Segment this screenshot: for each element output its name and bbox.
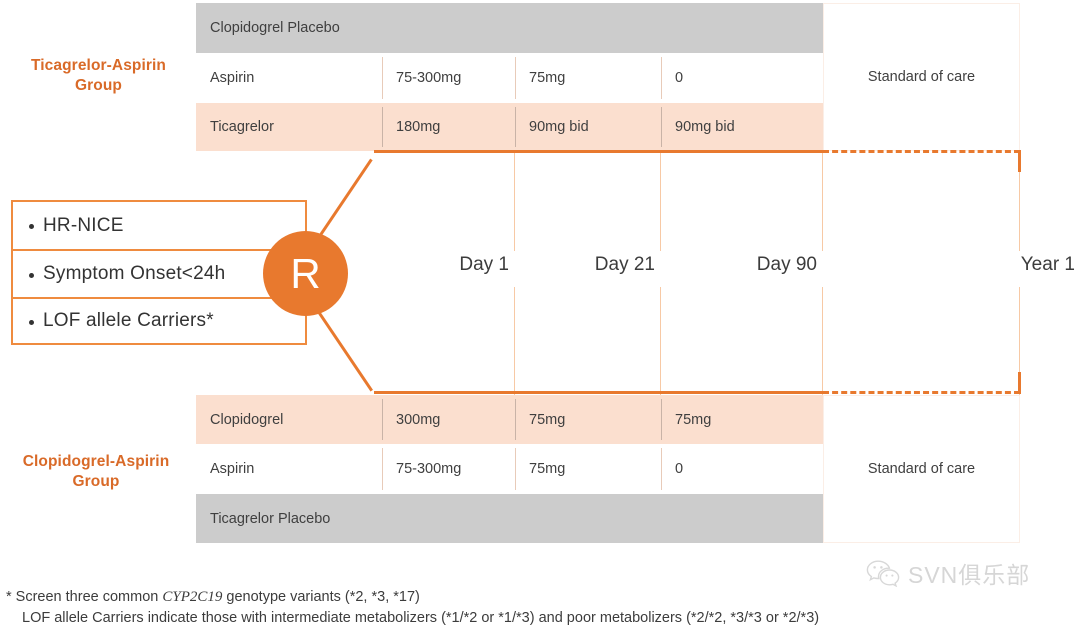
row-day1-dose: 75-300mg <box>382 444 515 494</box>
row-day21-dose: 75mg <box>515 444 661 494</box>
row-day1-dose: 180mg <box>382 103 515 151</box>
inclusion-criteria-box: HR-NICE Symptom Onset<24h LOF allele Car… <box>11 200 307 345</box>
timeline-tick-year1-lower <box>1019 287 1021 395</box>
criteria-item-lof-carriers: LOF allele Carriers* <box>13 299 305 343</box>
timeline-label-day1: Day 1 <box>459 254 509 275</box>
top-group-label-line1: Ticagrelor-Aspirin <box>30 57 167 74</box>
footnote-line-1: * Screen three common CYP2C19 genotype v… <box>6 587 420 608</box>
timeline-tick-day90-lower <box>822 287 824 395</box>
row-day1-dose <box>382 494 515 543</box>
bullet-icon <box>29 319 34 325</box>
table-row: Aspirin 75-300mg 75mg 0 <box>196 53 823 103</box>
top-group-label: Ticagrelor-Aspirin Group <box>6 56 191 96</box>
randomization-node[interactable]: R <box>263 231 348 316</box>
row-day1-dose: 300mg <box>382 395 515 444</box>
row-day90-dose: 0 <box>661 53 823 103</box>
criteria-divider <box>13 249 305 251</box>
row-day21-dose: 90mg bid <box>515 103 661 151</box>
table-row: Ticagrelor 180mg 90mg bid 90mg bid <box>196 103 823 151</box>
row-drug-name: Ticagrelor <box>210 119 274 135</box>
bullet-icon <box>29 272 34 278</box>
bottom-treatment-table: Clopidogrel 300mg 75mg 75mg Aspirin 75-3… <box>196 395 1020 543</box>
footnote-line1-pre: * Screen three common <box>6 589 163 605</box>
timeline-label-year1: Year 1 <box>1020 254 1075 275</box>
timeline-label-day21: Day 21 <box>594 254 655 275</box>
top-arm-treatment-line <box>374 150 823 154</box>
row-day21-dose <box>515 494 661 543</box>
timeline-label-day90: Day 90 <box>756 254 817 275</box>
row-day90-dose <box>661 3 823 53</box>
table-row: Ticagrelor Placebo <box>196 494 823 543</box>
row-day90-dose: 90mg bid <box>661 103 823 151</box>
criteria-divider <box>13 297 305 299</box>
top-standard-of-care-cell: Standard of care <box>823 3 1020 151</box>
timeline-tick-day90-upper <box>822 151 824 251</box>
footnote-line1-post: genotype variants (*2, *3, *17) <box>222 589 420 605</box>
bottom-arm-followup-line <box>823 391 1020 394</box>
watermark: SVN俱乐部 <box>866 556 1030 590</box>
row-day21-dose: 75mg <box>515 395 661 444</box>
timeline-tick-day21-upper <box>660 151 662 251</box>
criteria-item-symptom-onset: Symptom Onset<24h <box>13 251 305 297</box>
bullet-icon <box>29 224 34 229</box>
criteria-item-label: HR-NICE <box>43 214 124 236</box>
bottom-group-label-line1: Clopidogrel-Aspirin <box>22 453 170 470</box>
bottom-group-label-line2: Group <box>72 473 120 490</box>
row-drug-name: Clopidogrel Placebo <box>210 20 340 36</box>
timeline-tick-day1-upper <box>514 151 516 251</box>
timeline-tick-day1-lower <box>514 287 516 395</box>
watermark-text: SVN俱乐部 <box>908 562 1031 588</box>
footnote-gene-name: CYP2C19 <box>162 589 223 605</box>
table-row: Aspirin 75-300mg 75mg 0 <box>196 444 823 494</box>
top-treatment-table: Clopidogrel Placebo Aspirin 75-300mg 75m… <box>196 3 1020 151</box>
bottom-standard-of-care-cell: Standard of care <box>823 395 1020 543</box>
row-day21-dose: 75mg <box>515 53 661 103</box>
bottom-group-label: Clopidogrel-Aspirin Group <box>0 452 192 492</box>
top-group-label-line2: Group <box>75 77 122 94</box>
row-day1-dose: 75-300mg <box>382 53 515 103</box>
row-drug-name: Ticagrelor Placebo <box>210 510 331 527</box>
row-day21-dose <box>515 3 661 53</box>
criteria-item-label: Symptom Onset<24h <box>43 263 226 284</box>
bottom-arm-treatment-line <box>374 391 823 395</box>
row-day90-dose <box>661 494 823 543</box>
footnote-line-2: LOF allele Carriers indicate those with … <box>22 610 820 626</box>
table-row: Clopidogrel Placebo <box>196 3 823 53</box>
table-row: Clopidogrel 300mg 75mg 75mg <box>196 395 823 444</box>
row-drug-name: Aspirin <box>210 70 255 86</box>
timeline-tick-day21-lower <box>660 287 662 395</box>
criteria-item-label: LOF allele Carriers* <box>43 310 214 331</box>
bottom-arm-end-tick <box>1018 372 1022 394</box>
row-day90-dose: 75mg <box>661 395 823 444</box>
row-day90-dose: 0 <box>661 444 823 494</box>
wechat-icon <box>866 559 900 587</box>
criteria-item-hr-nice: HR-NICE <box>13 202 305 249</box>
top-arm-followup-line <box>823 150 1020 153</box>
row-day1-dose <box>382 3 515 53</box>
top-arm-end-tick <box>1018 150 1022 172</box>
timeline-tick-year1-upper <box>1019 151 1021 251</box>
row-drug-name: Clopidogrel <box>210 411 284 428</box>
row-drug-name: Aspirin <box>210 461 255 477</box>
